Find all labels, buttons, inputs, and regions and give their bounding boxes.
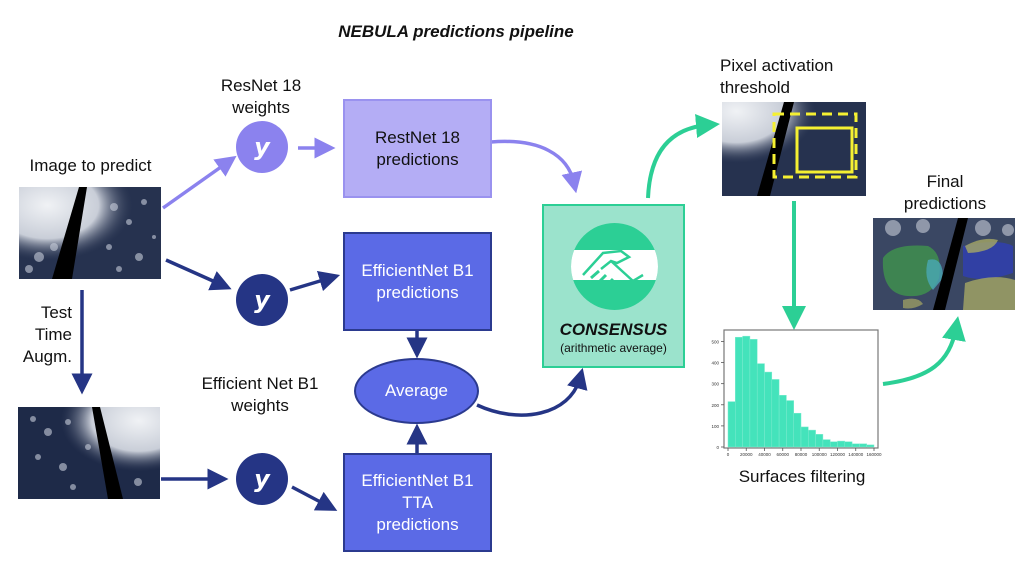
final-satellite-image bbox=[873, 218, 1015, 310]
histogram-bar bbox=[829, 441, 838, 448]
arrow-average-to-consensus bbox=[476, 367, 588, 417]
histogram-bar bbox=[764, 371, 773, 448]
histogram-bar bbox=[808, 429, 816, 448]
x-tick-label: 0 bbox=[727, 452, 730, 457]
y-tick-label: 200 bbox=[711, 403, 719, 408]
tta-label: Test Time Augm. bbox=[22, 303, 72, 366]
handshake-icon bbox=[571, 223, 658, 310]
histogram-chart: 0 100 200 300 400 500 0 20000 40000 60000 80000 100… bbox=[711, 329, 882, 457]
consensus-box: CONSENSUS (arithmetic average) bbox=[542, 204, 685, 368]
arrow-consensus-to-threshold bbox=[646, 114, 720, 199]
histogram-bar bbox=[859, 443, 867, 448]
y-tick-label: 100 bbox=[711, 424, 719, 429]
histogram-bar bbox=[778, 395, 787, 448]
histogram-bar bbox=[727, 401, 736, 448]
consensus-title: CONSENSUS bbox=[559, 320, 668, 339]
x-tick-label: 120000 bbox=[830, 452, 846, 457]
arrow-image-to-resnet-weights bbox=[161, 155, 237, 210]
surfaces-filtering-label: Surfaces filtering bbox=[738, 467, 866, 486]
consensus-subtitle: (arithmetic average) bbox=[560, 341, 667, 355]
arrow-weights-to-tta-box bbox=[291, 485, 338, 511]
x-tick-label: 60000 bbox=[776, 452, 789, 457]
pixel-threshold-label: Pixel activation threshold bbox=[720, 56, 834, 97]
x-tick-label: 140000 bbox=[848, 452, 864, 457]
histogram-bar bbox=[735, 336, 743, 448]
histogram-bar bbox=[837, 440, 846, 448]
effnet-tta-predictions-box: EfficientNet B1 TTA predictions bbox=[343, 453, 492, 552]
x-tick-label: 80000 bbox=[795, 452, 808, 457]
histogram-bar bbox=[851, 443, 860, 448]
input-satellite-image bbox=[19, 187, 161, 279]
image-to-predict-label: Image to predict bbox=[29, 156, 152, 175]
histogram-bar bbox=[815, 434, 824, 448]
x-tick-label: 40000 bbox=[758, 452, 771, 457]
histogram-bar bbox=[771, 379, 780, 448]
arrow-resnet-to-consensus bbox=[490, 139, 583, 194]
effnet-tta-weights-node: y bbox=[236, 453, 288, 505]
histogram-bar bbox=[866, 444, 875, 448]
histogram-bar bbox=[822, 439, 831, 448]
effnet-weights-node: y bbox=[236, 274, 288, 326]
effnet-predictions-box: EfficientNet B1 predictions bbox=[343, 232, 492, 331]
histogram-bar bbox=[742, 335, 751, 448]
effnet-weights-label: Efficient Net B1 weights bbox=[201, 374, 319, 415]
diagram-title: NEBULA predictions pipeline bbox=[338, 22, 574, 41]
y-tick-label: 500 bbox=[711, 339, 719, 344]
resnet-weights-node: y bbox=[236, 121, 288, 173]
y-tick-label: 300 bbox=[711, 382, 719, 387]
arrow-histogram-to-final bbox=[882, 316, 966, 386]
x-tick-label: 20000 bbox=[740, 452, 753, 457]
histogram-bar bbox=[793, 412, 802, 448]
histogram-bar bbox=[749, 339, 758, 448]
threshold-region bbox=[795, 126, 854, 174]
arrow-image-to-effnet-weights bbox=[165, 258, 232, 291]
histogram-bar bbox=[844, 441, 853, 448]
arrow-effnet-weights-to-box bbox=[289, 270, 341, 292]
y-tick-label: 400 bbox=[711, 361, 719, 366]
average-node: Average bbox=[354, 358, 479, 424]
surfaces-histogram: 0 100 200 300 400 500 0 20000 40000 60000 80000 100… bbox=[704, 326, 884, 458]
x-tick-label: 100000 bbox=[812, 452, 828, 457]
histogram-bar bbox=[786, 400, 794, 448]
dashed-region bbox=[772, 112, 858, 179]
histogram-bar bbox=[800, 426, 809, 448]
histogram-bar bbox=[756, 363, 765, 448]
resnet-weights-label: ResNet 18 weights bbox=[220, 76, 302, 117]
final-predictions-label: Final predictions bbox=[903, 172, 987, 213]
threshold-satellite-image bbox=[722, 102, 866, 196]
resnet-predictions-box: RestNet 18 predictions bbox=[343, 99, 492, 198]
x-tick-label: 160000 bbox=[866, 452, 882, 457]
augmented-satellite-image bbox=[18, 407, 160, 499]
y-tick-label: 0 bbox=[716, 445, 719, 450]
